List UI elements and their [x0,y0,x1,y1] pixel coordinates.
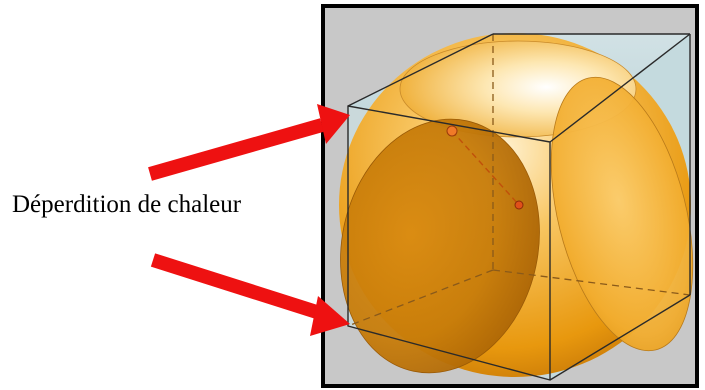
sphere-center-point [514,200,524,210]
cube-edges [347,33,691,381]
heat-loss-label: Déperdition de chaleur [12,191,242,218]
red-arrow-icon [148,104,350,181]
hidden-cube-edges [347,34,691,327]
sphere-right-disc [550,76,694,352]
tangent-point [446,125,458,137]
red-arrow-icon [150,253,350,336]
radius-line [451,130,520,206]
